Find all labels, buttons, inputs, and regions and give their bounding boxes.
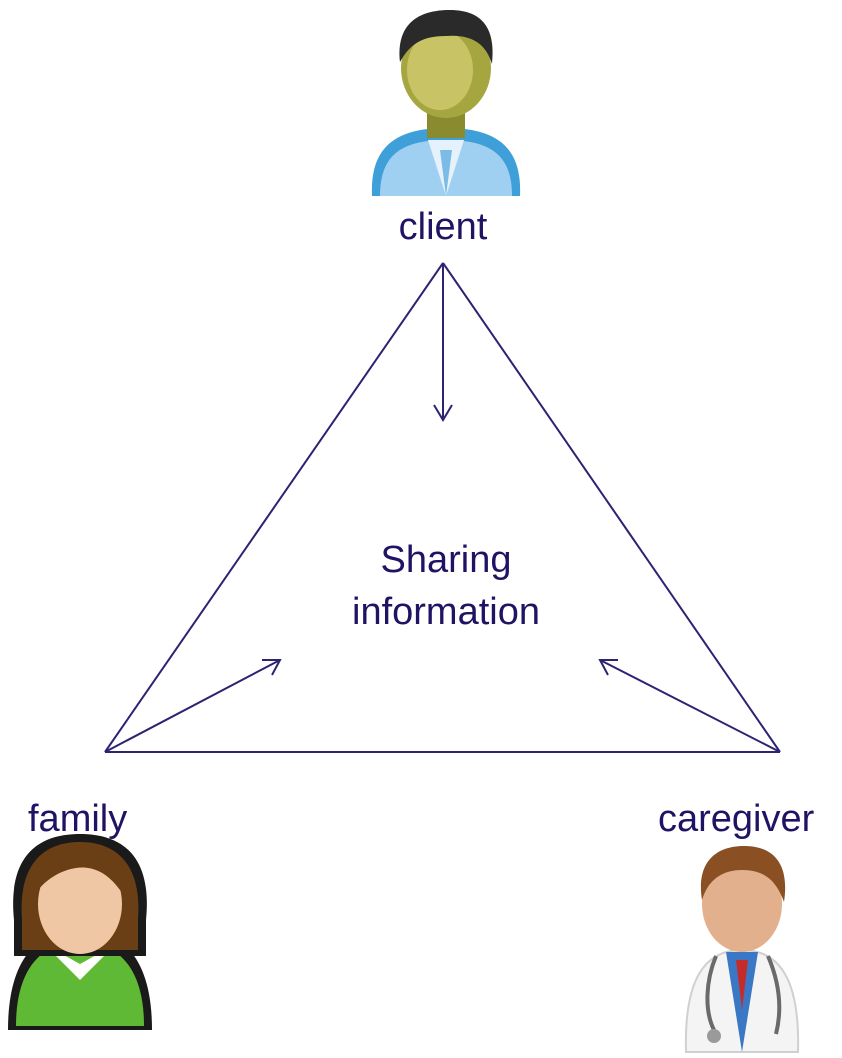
doctor-icon	[684, 846, 800, 1053]
client-label: client	[398, 206, 488, 248]
family-label: family	[28, 798, 128, 840]
male-user-icon	[371, 10, 521, 196]
arrow-from-family	[104, 659, 282, 753]
female-user-icon	[8, 834, 152, 1030]
center-text: Sharing information	[296, 534, 596, 638]
caregiver-label: caregiver	[658, 798, 815, 840]
triangle-outline	[104, 262, 781, 753]
arrow-from-caregiver	[598, 659, 781, 753]
arrow-from-client	[433, 263, 453, 422]
center-text-line-2: information	[352, 591, 540, 633]
center-text-line-1: Sharing	[380, 539, 512, 581]
